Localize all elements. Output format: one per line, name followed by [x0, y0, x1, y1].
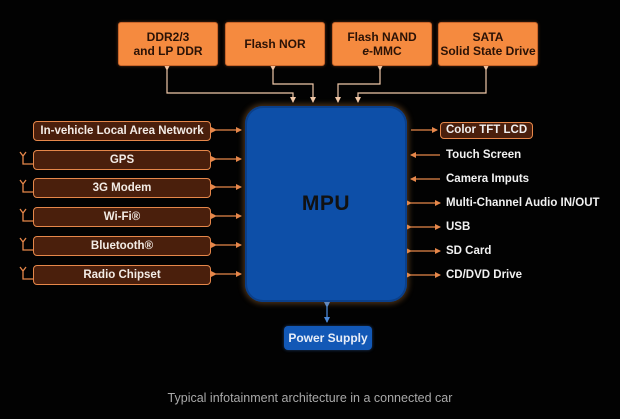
peripheral-usb: USB — [446, 221, 471, 233]
mpu-label: MPU — [301, 192, 351, 215]
power-supply-box: Power Supply — [284, 326, 372, 350]
memory-label-line1: DDR2/3 — [146, 30, 190, 44]
wire-nand — [335, 65, 383, 103]
wire-sata — [355, 65, 489, 103]
memory-label-line2: e-MMC — [362, 44, 401, 58]
diagram-caption: Typical infotainment architecture in a c… — [167, 391, 453, 405]
connectivity-box-3g: 3G Modem — [33, 178, 211, 198]
antenna-icon — [19, 237, 33, 251]
connectivity-box-bluetooth: Bluetooth® — [33, 236, 211, 256]
connectivity-box-wifi: Wi-Fi® — [33, 207, 211, 227]
memory-label-line1: Flash NAND — [347, 30, 417, 44]
antenna-icon — [19, 208, 33, 222]
memory-box-nor: Flash NOR — [225, 22, 325, 66]
peripheral-tft-lcd: Color TFT LCD — [440, 122, 534, 139]
memory-box-sata: SATA Solid State Drive — [438, 22, 538, 66]
memory-label-line1: Flash NOR — [244, 37, 306, 51]
antenna-icon — [19, 151, 33, 165]
emmc-e-prefix: e — [362, 44, 370, 58]
peripheral-touch-screen: Touch Screen — [446, 149, 522, 161]
antenna-icon — [19, 179, 33, 193]
peripheral-sd-card: SD Card — [446, 245, 492, 257]
wire-ddr — [164, 65, 296, 103]
emmc-suffix: -MMC — [369, 44, 402, 58]
memory-label-line2: Solid State Drive — [440, 44, 536, 58]
wire-nor — [270, 65, 316, 103]
peripheral-camera-inputs: Camera Imputs — [446, 173, 530, 185]
peripheral-cd-dvd: CD/DVD Drive — [446, 269, 523, 281]
connectivity-box-lan: In-vehicle Local Area Network — [33, 121, 211, 141]
memory-box-nand: Flash NAND e-MMC — [332, 22, 432, 66]
peripheral-audio: Multi-Channel Audio IN/OUT — [446, 197, 600, 209]
connectivity-box-gps: GPS — [33, 150, 211, 170]
memory-box-ddr: DDR2/3 and LP DDR — [118, 22, 218, 66]
memory-label-line2: and LP DDR — [133, 44, 203, 58]
connectivity-box-radio: Radio Chipset — [33, 265, 211, 285]
antenna-icon — [19, 266, 33, 280]
memory-label-line1: SATA — [472, 30, 504, 44]
mpu-block: MPU — [245, 106, 407, 302]
